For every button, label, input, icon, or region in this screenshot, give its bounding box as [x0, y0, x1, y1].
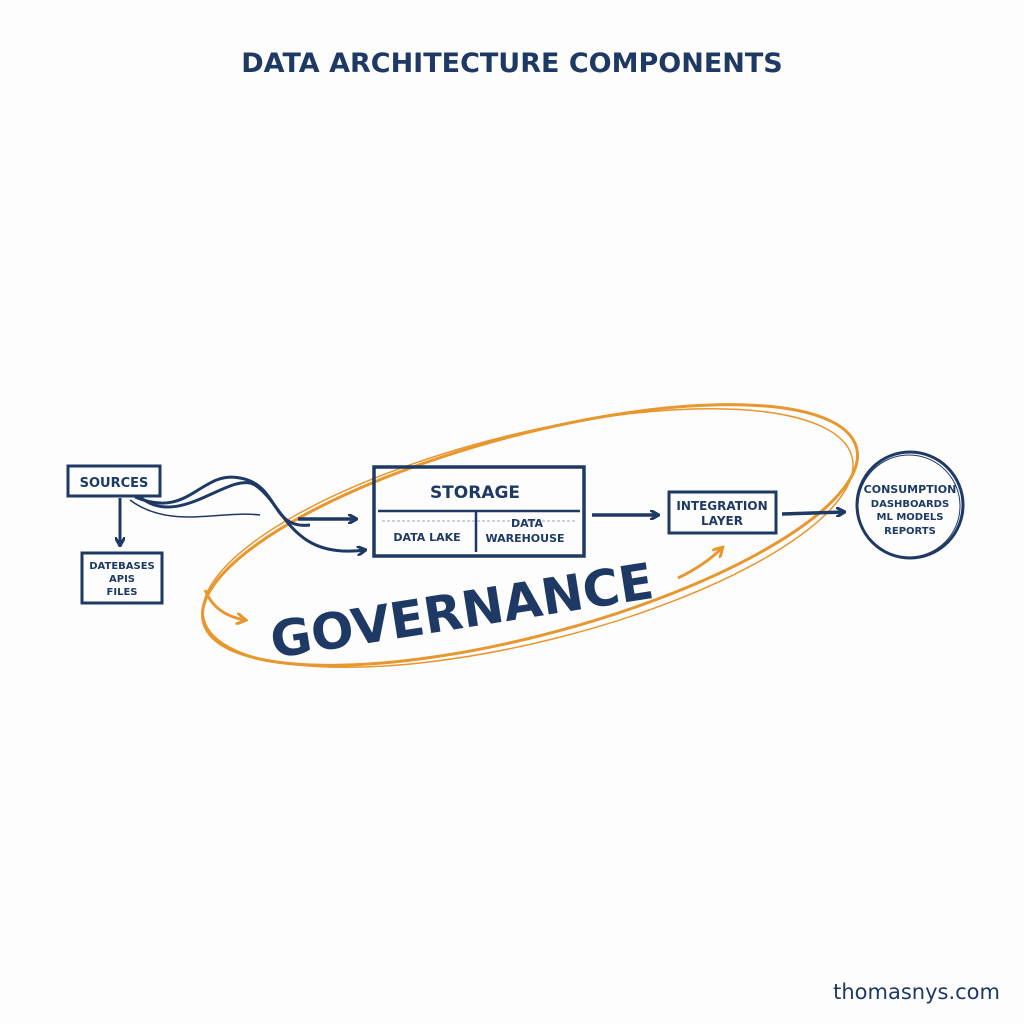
- governance-loop: [200, 403, 860, 669]
- governance-arrow-right: [677, 548, 722, 580]
- integration-label: INTEGRATION: [676, 499, 767, 513]
- source-type: FILES: [107, 587, 138, 598]
- sources-label: SOURCES: [80, 476, 149, 491]
- data-warehouse-label: DATA: [511, 517, 543, 530]
- consumption-item: DASHBOARDS: [871, 499, 949, 510]
- consumption-circle: [855, 450, 965, 560]
- data-lake-label: DATA LAKE: [393, 531, 460, 544]
- source-type: APIS: [109, 574, 135, 585]
- storage-box: [372, 465, 586, 558]
- sources-box: [66, 464, 162, 498]
- page-title: DATA ARCHITECTURE COMPONENTS: [241, 48, 783, 79]
- integration-label: LAYER: [701, 514, 743, 528]
- integration-box: [667, 490, 778, 535]
- source-type: DATEBASES: [89, 561, 155, 572]
- consumption-label: CONSUMPTION: [864, 483, 957, 496]
- storage-title: STORAGE: [430, 483, 520, 503]
- data-warehouse-label: WAREHOUSE: [485, 532, 564, 545]
- source-flows: [129, 475, 365, 551]
- integration-to-consumption-arrow: [781, 512, 844, 514]
- source-types-box: [80, 551, 164, 605]
- footer-credit: thomasnys.com: [833, 980, 1000, 1004]
- consumption-item: ML MODELS: [877, 512, 944, 523]
- governance-arrow-left: [203, 589, 245, 620]
- consumption-item: REPORTS: [884, 526, 936, 537]
